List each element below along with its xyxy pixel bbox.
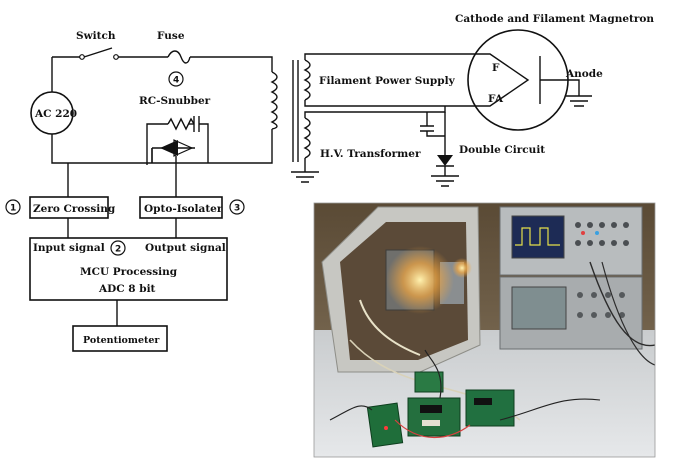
switch-label: Switch [76, 30, 116, 42]
opto-isolator-label: Opto-Isolater [144, 203, 223, 215]
fuse-icon [167, 50, 191, 64]
hv-transformer-label: H.V. Transformer [320, 148, 421, 160]
potentiometer-box [72, 325, 168, 352]
filament-glow [386, 246, 454, 314]
control-board-2 [407, 397, 461, 437]
ac-source-label: AC 220 [34, 108, 77, 120]
mcu-box [29, 237, 228, 301]
marker-4 [168, 71, 184, 87]
marker-3 [229, 199, 245, 215]
anode-label: Anode [565, 68, 603, 80]
control-board-1 [366, 402, 404, 448]
triac-icon [160, 140, 178, 156]
mcu-input-label: Input signal [33, 242, 105, 254]
opto-isolator-box [139, 196, 223, 219]
scope-screen-top [511, 215, 565, 259]
double-circuit-label: Double Circuit [459, 144, 545, 156]
ac-source-icon [30, 91, 74, 135]
filament-supply-label: Filament Power Supply [319, 75, 456, 87]
potentiometer-label: Potentiometer [83, 335, 160, 346]
transformer-magnetron-circuit [291, 29, 592, 187]
scope-screen-bottom [511, 286, 567, 330]
mcu-title-label: MCU Processing [80, 266, 178, 278]
marker-2 [110, 240, 126, 256]
hv-capacitor-icon [420, 112, 434, 132]
fuse-label: Fuse [157, 30, 185, 42]
diode-icon [437, 155, 453, 166]
magnetron-f-label: F [492, 62, 500, 74]
magnetron-title: Cathode and Filament Magnetron [455, 13, 654, 25]
magnetron-fa-label: FA [488, 93, 504, 105]
hv-coil-icon [303, 117, 311, 159]
marker-1 [5, 199, 21, 215]
zero-crossing-box [29, 196, 109, 219]
capacitor-icon [193, 116, 200, 132]
marker-3-label: 3 [234, 204, 240, 214]
switch-icon [83, 47, 113, 58]
control-board-3 [414, 371, 444, 393]
resistor-icon [167, 117, 195, 131]
ground-icon [431, 175, 459, 187]
marker-4-label: 4 [173, 76, 179, 86]
control-block-diagram [29, 163, 228, 352]
marker-2-label: 2 [115, 245, 121, 255]
test-bench-photo [313, 202, 656, 458]
switch-contact-a [79, 54, 85, 60]
mains-circuit [30, 47, 278, 197]
marker-1-label: 1 [10, 204, 16, 214]
zero-crossing-label: Zero Crossing [33, 203, 116, 215]
mcu-output-label: Output signal [145, 242, 226, 254]
switch-contact-b [113, 54, 119, 60]
ground-icon [566, 95, 592, 107]
ground-icon [291, 171, 319, 183]
mcu-adc-label: ADC 8 bit [98, 283, 156, 295]
control-board-4 [465, 389, 515, 427]
filament-coil-icon [303, 59, 311, 101]
snubber-label: RC-Snubber [139, 95, 211, 107]
primary-coil-icon [270, 71, 278, 130]
